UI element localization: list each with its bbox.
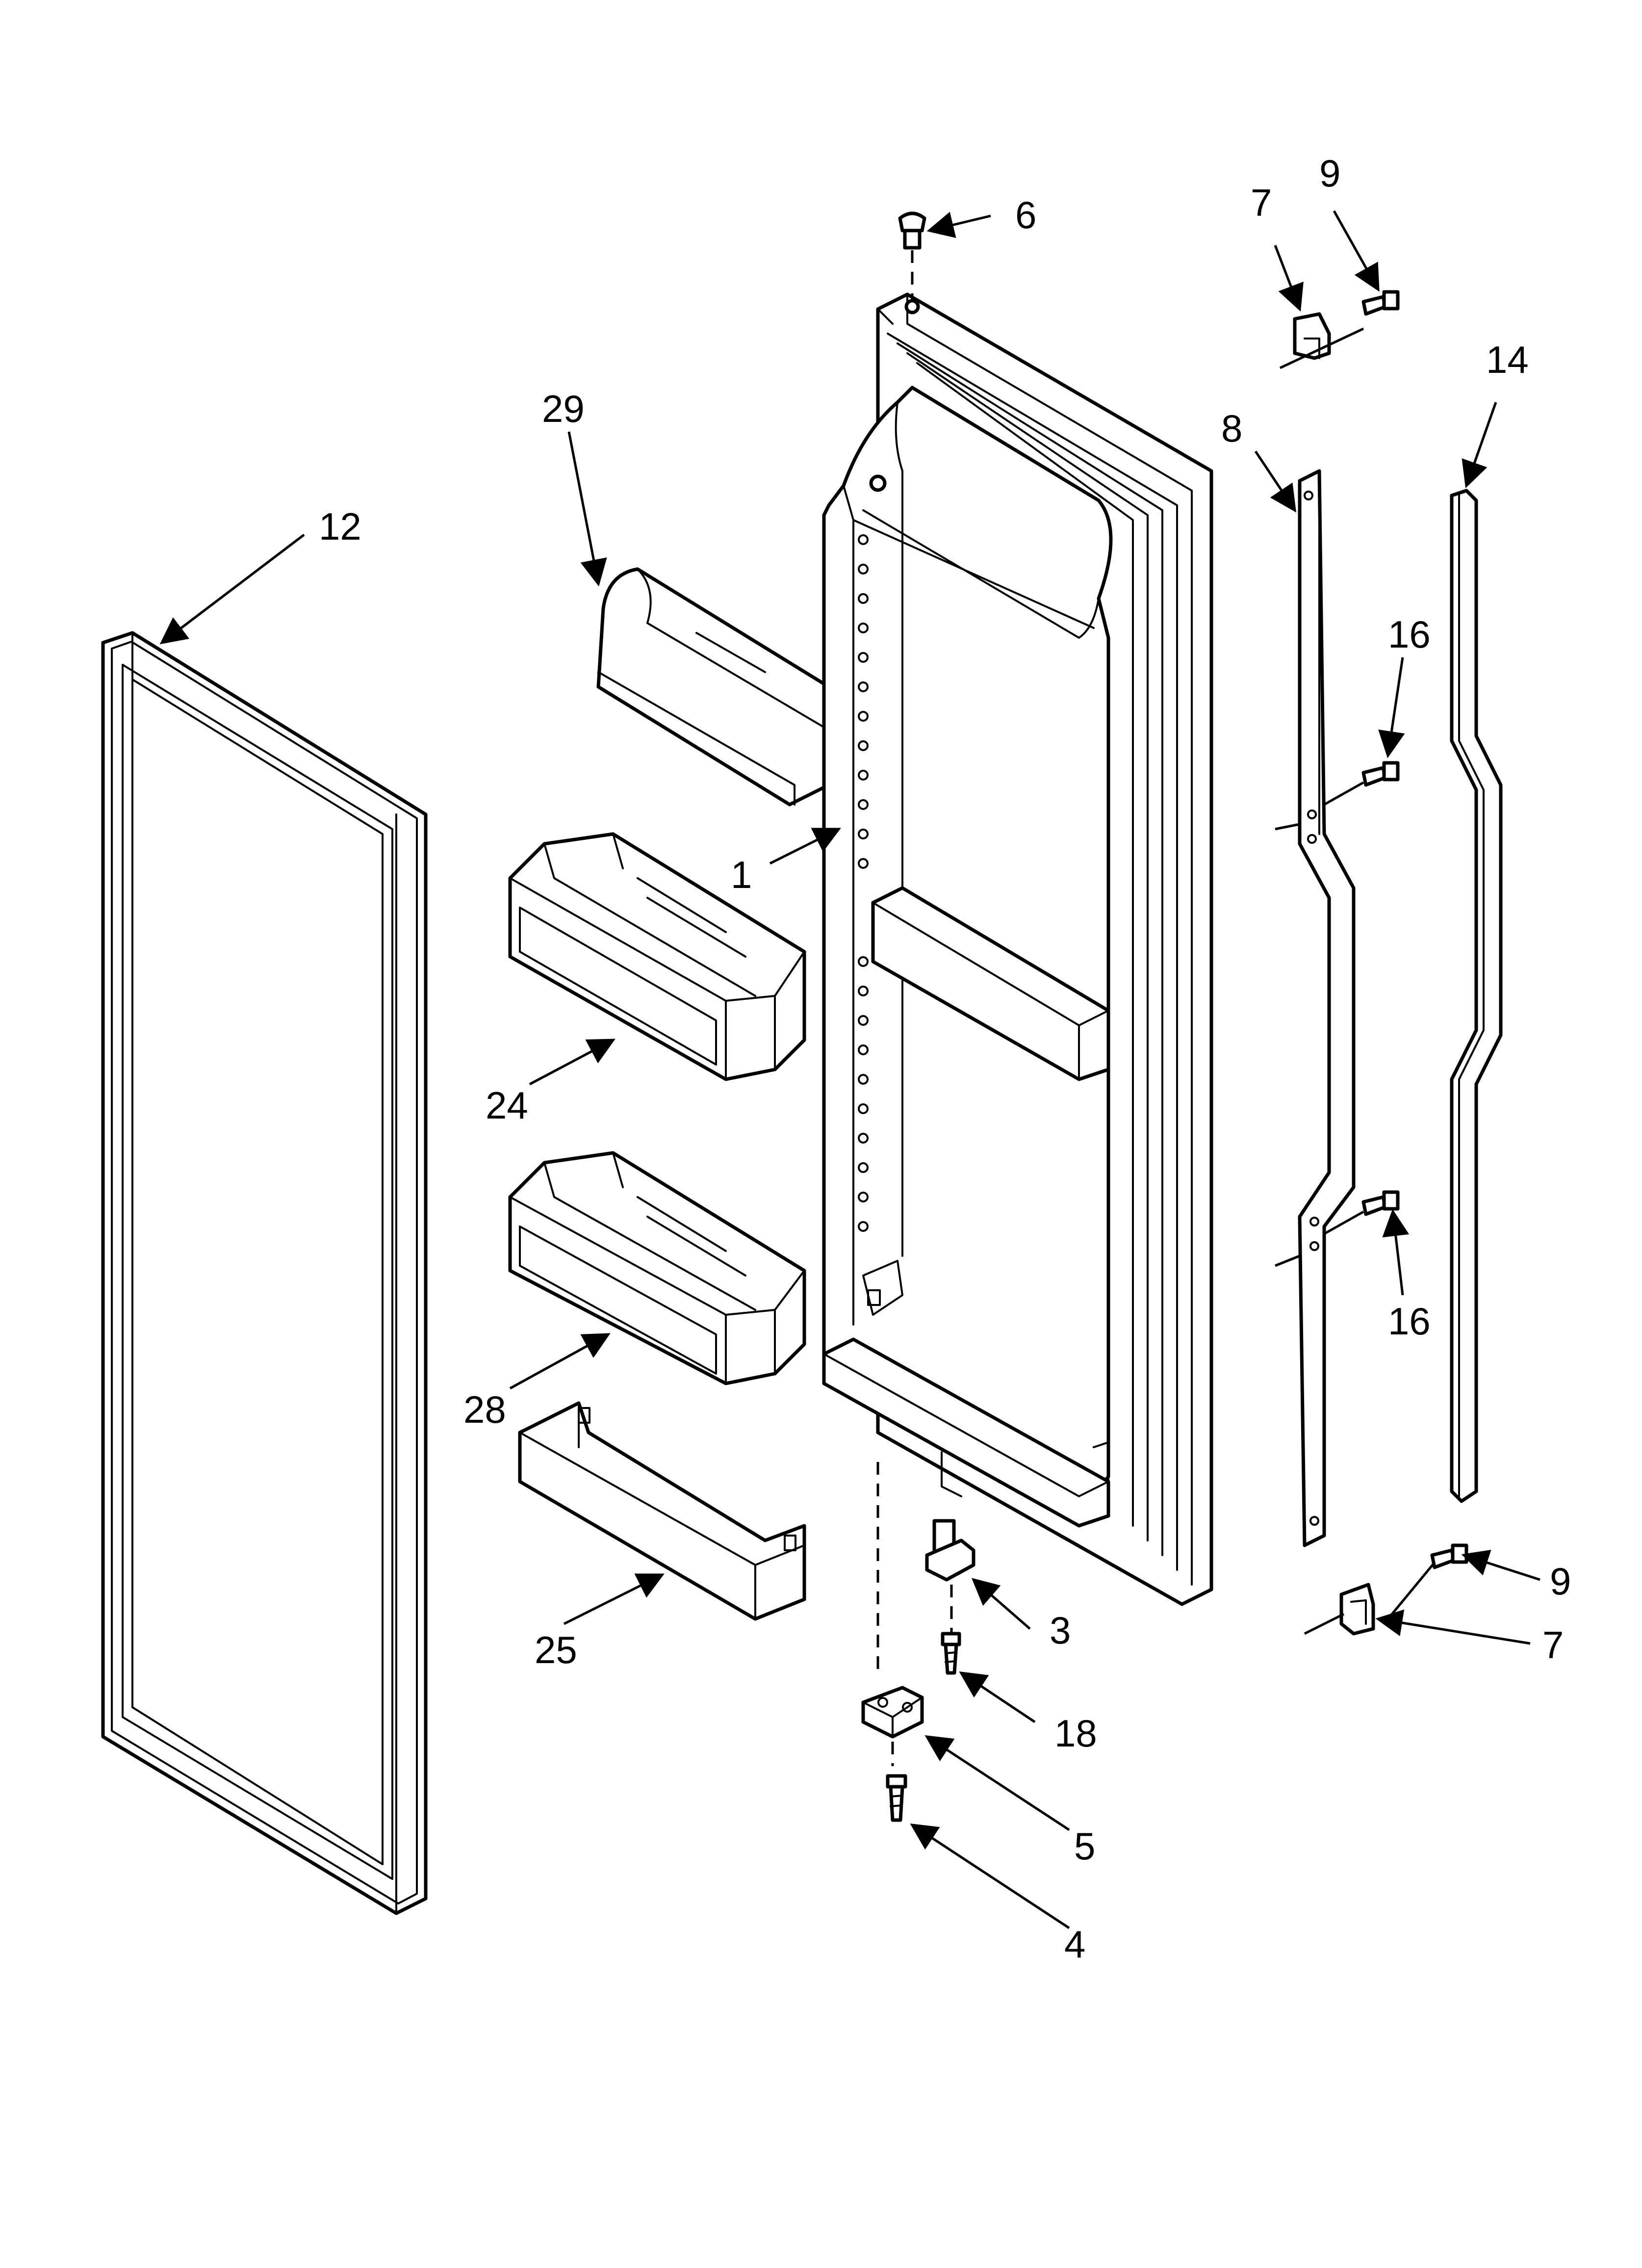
end-cap-bottom-part-7 bbox=[1304, 1583, 1375, 1636]
callout-6: 6 bbox=[1015, 193, 1036, 236]
leader-arrows bbox=[159, 210, 1540, 1929]
callout-labels: 12 29 1 24 28 25 6 3 18 5 4 7 9 8 14 16 … bbox=[319, 152, 1571, 1966]
screw-part-18 bbox=[941, 1632, 961, 1675]
callout-28: 28 bbox=[463, 1388, 506, 1431]
callout-5: 5 bbox=[1074, 1825, 1095, 1868]
screw-lower-part-16 bbox=[1323, 1190, 1400, 1235]
door-gasket-part-12 bbox=[101, 631, 428, 1915]
door-bin-part-28 bbox=[508, 1151, 806, 1385]
door-bin-part-24 bbox=[508, 832, 806, 1081]
callout-7-bottom: 7 bbox=[1542, 1623, 1564, 1667]
callout-8: 8 bbox=[1221, 407, 1242, 450]
callout-18: 18 bbox=[1054, 1712, 1097, 1755]
handle-insert-part-14 bbox=[1450, 489, 1503, 1503]
screw-top-part-9 bbox=[1361, 290, 1400, 316]
refrigerator-door-part-1 bbox=[822, 292, 1213, 1606]
callout-9-top: 9 bbox=[1319, 152, 1340, 195]
callout-7-top: 7 bbox=[1251, 181, 1272, 224]
hinge-part-5 bbox=[861, 1462, 924, 1766]
callout-29: 29 bbox=[542, 387, 585, 430]
callout-3: 3 bbox=[1050, 1609, 1071, 1652]
shelf-position-holes bbox=[858, 534, 869, 1232]
dairy-door-part-29 bbox=[596, 567, 846, 807]
callout-1: 1 bbox=[731, 853, 752, 896]
callout-12: 12 bbox=[319, 505, 361, 548]
callout-16-lower: 16 bbox=[1388, 1300, 1431, 1343]
callout-9-bottom: 9 bbox=[1550, 1560, 1571, 1603]
handle-trim-part-8 bbox=[1275, 469, 1356, 1547]
door-plug-part-6 bbox=[898, 211, 926, 299]
screw-upper-part-16 bbox=[1323, 761, 1400, 806]
callout-24: 24 bbox=[486, 1084, 528, 1127]
callout-25: 25 bbox=[535, 1628, 577, 1671]
screw-part-4 bbox=[886, 1774, 907, 1822]
hinge-pin-part-3 bbox=[925, 1519, 975, 1634]
callout-14: 14 bbox=[1486, 338, 1529, 381]
callout-16-upper: 16 bbox=[1388, 613, 1431, 656]
door-rail-part-25 bbox=[518, 1401, 806, 1621]
end-cap-top-part-7 bbox=[1279, 312, 1364, 369]
callout-4: 4 bbox=[1064, 1923, 1085, 1966]
screw-bottom-part-9 bbox=[1387, 1543, 1468, 1620]
